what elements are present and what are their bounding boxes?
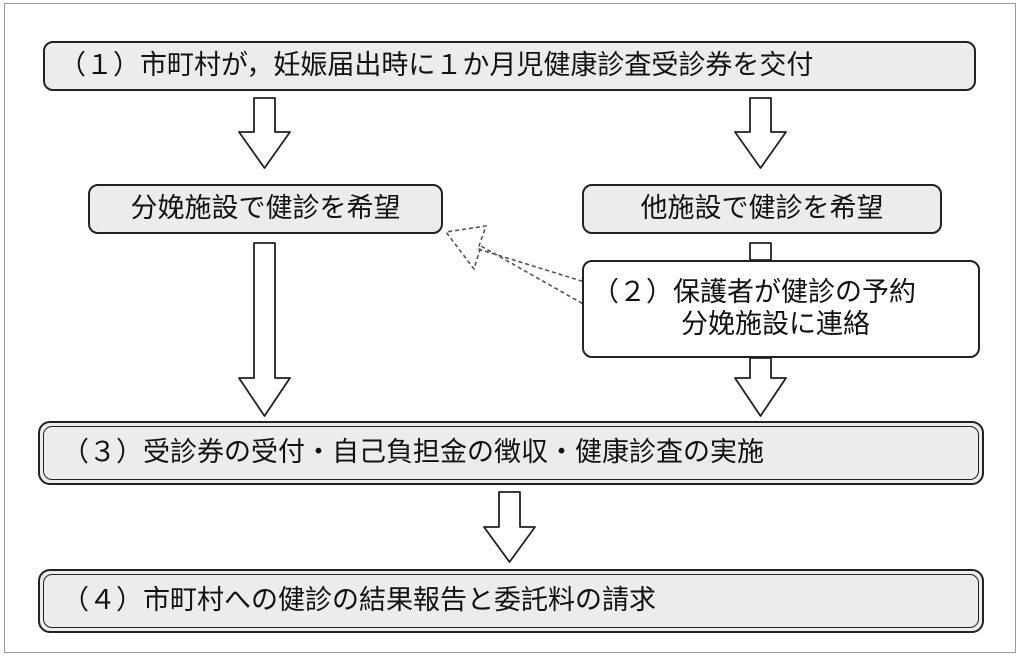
step2-box: （２）保護者が健診の予約 分娩施設に連絡	[582, 260, 980, 358]
delivery-facility-text: 分娩施設で健診を希望	[130, 192, 401, 224]
step4-box: （４）市町村への健診の結果報告と委託料の請求	[38, 569, 984, 633]
other-facility-box: 他施設で健診を希望	[582, 184, 942, 234]
arrow-down-delivery-to-step3	[238, 242, 291, 417]
other-facility-text: 他施設で健診を希望	[640, 192, 884, 224]
arrow-down-1-right	[734, 97, 787, 169]
arrow-shaft-other-top	[749, 242, 772, 261]
step2-text-line1: （２）保護者が健診の予約	[592, 276, 916, 308]
step3-box: （３）受診券の受付・自己負担金の徴収・健康診査の実施	[38, 421, 984, 485]
diagram-frame	[4, 3, 1016, 653]
arrow-dashed-contact-delivery	[445, 225, 589, 306]
step1-box: （１）市町村が，妊娠届出時に１か月児健康診査受診券を交付	[43, 41, 976, 91]
arrow-down-step3-to-step4	[483, 491, 536, 563]
step1-text: （１）市町村が，妊娠届出時に１か月児健康診査受診券を交付	[59, 49, 814, 81]
step4-text: （４）市町村への健診の結果報告と委託料の請求	[62, 584, 656, 616]
arrow-down-1-left	[238, 97, 291, 169]
delivery-facility-box: 分娩施設で健診を希望	[88, 184, 443, 234]
step3-text: （３）受診券の受付・自己負担金の徴収・健康診査の実施	[62, 436, 764, 468]
arrow-down-other-to-step3	[734, 357, 787, 417]
step2-text-line2: 分娩施設に連絡	[681, 309, 870, 340]
